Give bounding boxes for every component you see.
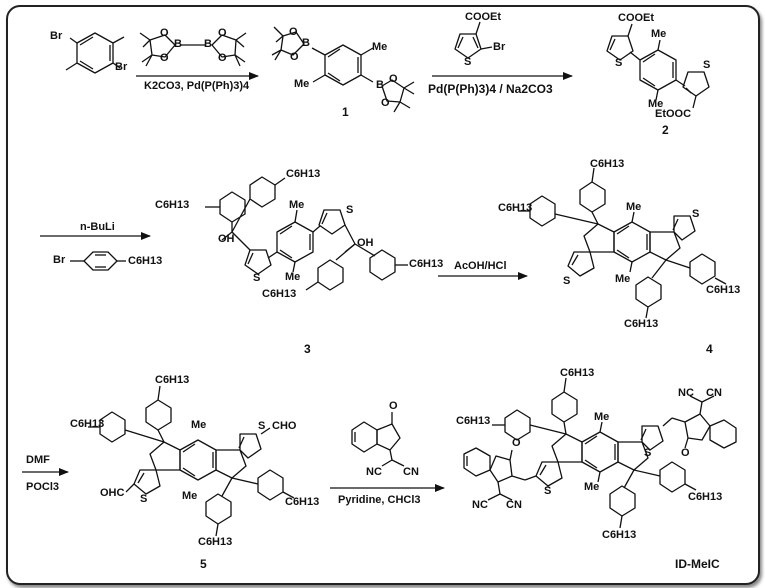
final-s1: S (544, 485, 552, 497)
c2-s1: S (615, 57, 623, 69)
c1-o2: O (290, 51, 299, 63)
step3-br: Br (53, 254, 66, 266)
final-nc-bottom: NC (472, 499, 488, 511)
c4-hex3: C6H13 (706, 284, 741, 296)
indanone-malononitrile-reagent (351, 412, 405, 467)
c2-ester-top: COOEt (618, 12, 655, 24)
diboron-b2: B (204, 38, 212, 50)
compound-2-number: 2 (662, 123, 669, 137)
diboron-b1: B (174, 38, 182, 50)
hexylbromobenzene-reagent (70, 251, 126, 271)
final-hex1: C6H13 (456, 415, 491, 427)
start-br-top: Br (50, 30, 63, 42)
c5-hex4: C6H13 (198, 536, 233, 548)
diboron-reagent (139, 32, 247, 67)
compound-1-number: 1 (342, 105, 349, 119)
c3-oh2: OH (357, 237, 374, 249)
c3-oh1: OH (218, 233, 235, 245)
step2-conditions: Pd(P(Ph)3)4 / Na2CO3 (428, 82, 553, 96)
step6-nc: NC (366, 466, 382, 478)
c1-o3: O (389, 73, 398, 85)
c1-b1: B (302, 37, 310, 49)
c4-s1: S (563, 275, 571, 287)
c5-hex1: C6H13 (70, 418, 105, 430)
c3-s2: S (346, 204, 354, 216)
c3-hex2: C6H13 (286, 168, 321, 180)
reagent-s: S (464, 56, 472, 68)
final-cn-bottom: CN (506, 499, 522, 511)
compound-final-number: ID-MeIC (675, 557, 720, 571)
c2-me1: Me (651, 28, 667, 40)
compound-5-number: 5 (200, 557, 207, 571)
compound-4-number: 4 (706, 342, 713, 356)
c3-hex3: C6H13 (262, 288, 297, 300)
compound-1-structure (271, 26, 415, 113)
c3-hex4: C6H13 (409, 258, 444, 270)
step5-reagent-2: POCl3 (26, 481, 60, 493)
c2-me2: Me (648, 98, 664, 110)
final-o2: O (681, 447, 690, 459)
step5-reagent: DMF (26, 454, 50, 466)
c3-hex1: C6H13 (155, 199, 190, 211)
diboron-o4: O (218, 52, 227, 64)
final-cn-top: CN (706, 387, 722, 399)
reagent-ester: COOEt (465, 11, 502, 23)
step6-cn: CN (403, 466, 419, 478)
c3-me2: Me (285, 271, 301, 283)
diboron-o3: O (218, 27, 227, 39)
final-me1: Me (594, 411, 610, 423)
c4-me1: Me (626, 201, 642, 213)
final-hex2: C6H13 (560, 367, 595, 379)
diboron-o1: O (160, 27, 169, 39)
c5-hex3: C6H13 (285, 496, 320, 508)
compound-4-structure (518, 167, 727, 319)
diboron-o2: O (160, 52, 169, 64)
c5-cho1: CHO (272, 420, 297, 432)
id-meic-structure (463, 377, 737, 529)
c5-me2: Me (182, 490, 198, 502)
c5-hex2: C6H13 (155, 374, 190, 386)
c4-me2: Me (615, 273, 631, 285)
final-s2: S (644, 447, 652, 459)
c5-cho2: OHC (100, 487, 125, 499)
c1-o4: O (381, 97, 390, 109)
c3-me1: Me (289, 199, 305, 211)
step3-reagent: n-BuLi (80, 221, 115, 233)
step4-reagent: AcOH/HCl (454, 260, 507, 272)
step3-hexyl: C6H13 (128, 255, 163, 267)
final-o1: O (512, 437, 521, 449)
compound-3-number: 3 (304, 342, 311, 356)
c3-s1: S (253, 272, 261, 284)
compound-5-structure (88, 385, 295, 537)
final-hex4: C6H13 (602, 529, 637, 541)
c4-s2: S (692, 208, 700, 220)
dibromo-xylene-structure (65, 32, 125, 74)
c4-hex1: C6H13 (498, 202, 533, 214)
reagent-br: Br (493, 41, 506, 53)
c4-hex2: C6H13 (590, 158, 625, 170)
final-hex3: C6H13 (688, 491, 723, 503)
bromothiophene-ester-reagent (454, 21, 493, 59)
c1-b2: B (376, 79, 384, 91)
c5-s2: S (258, 420, 266, 432)
step1-conditions: K2CO3, Pd(P(Ph)3)4 (144, 80, 250, 92)
c2-ester-bottom: EtOOC (655, 108, 692, 120)
c1-o1: O (289, 26, 298, 38)
step6-o: O (389, 400, 398, 412)
final-me2: Me (584, 481, 600, 493)
c4-hex4: C6H13 (624, 318, 659, 330)
c5-s1: S (140, 493, 148, 505)
final-nc-top: NC (678, 387, 694, 399)
c2-s2: S (703, 59, 711, 71)
start-br-bottom: Br (115, 61, 128, 73)
compound-3-structure (205, 176, 408, 291)
compound-2-structure (606, 23, 710, 109)
c1-me2: Me (294, 78, 310, 90)
c5-me1: Me (191, 419, 207, 431)
step6-conditions: Pyridine, CHCl3 (338, 494, 421, 506)
c1-me1: Me (372, 41, 388, 53)
